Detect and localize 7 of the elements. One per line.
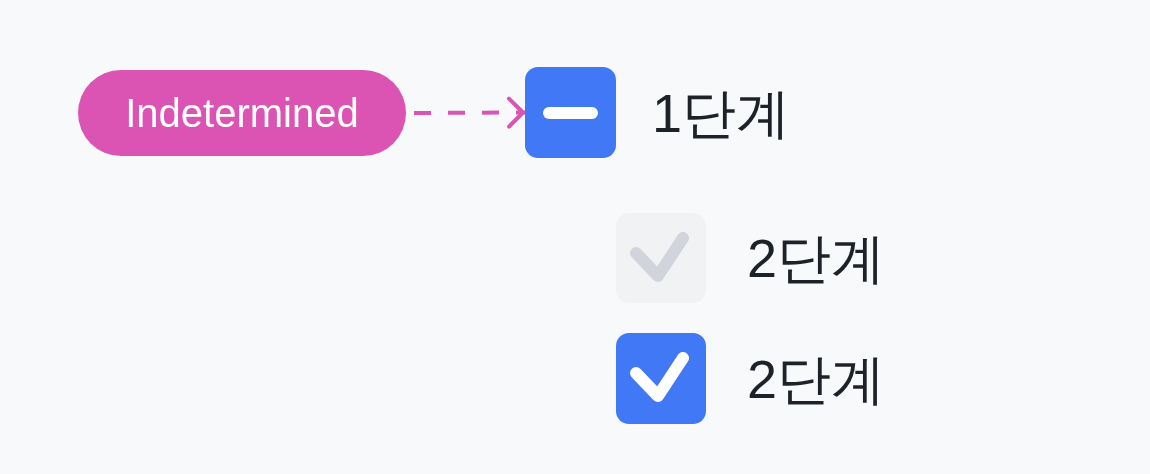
option-label: 2단계: [747, 347, 886, 411]
option-label: 1단계: [652, 81, 791, 145]
option-label: 2단계: [747, 226, 886, 290]
checkbox: [616, 333, 706, 424]
checkbox: [525, 67, 616, 158]
state-tag: Indetermined: [78, 70, 406, 156]
checkbox: [616, 213, 706, 303]
